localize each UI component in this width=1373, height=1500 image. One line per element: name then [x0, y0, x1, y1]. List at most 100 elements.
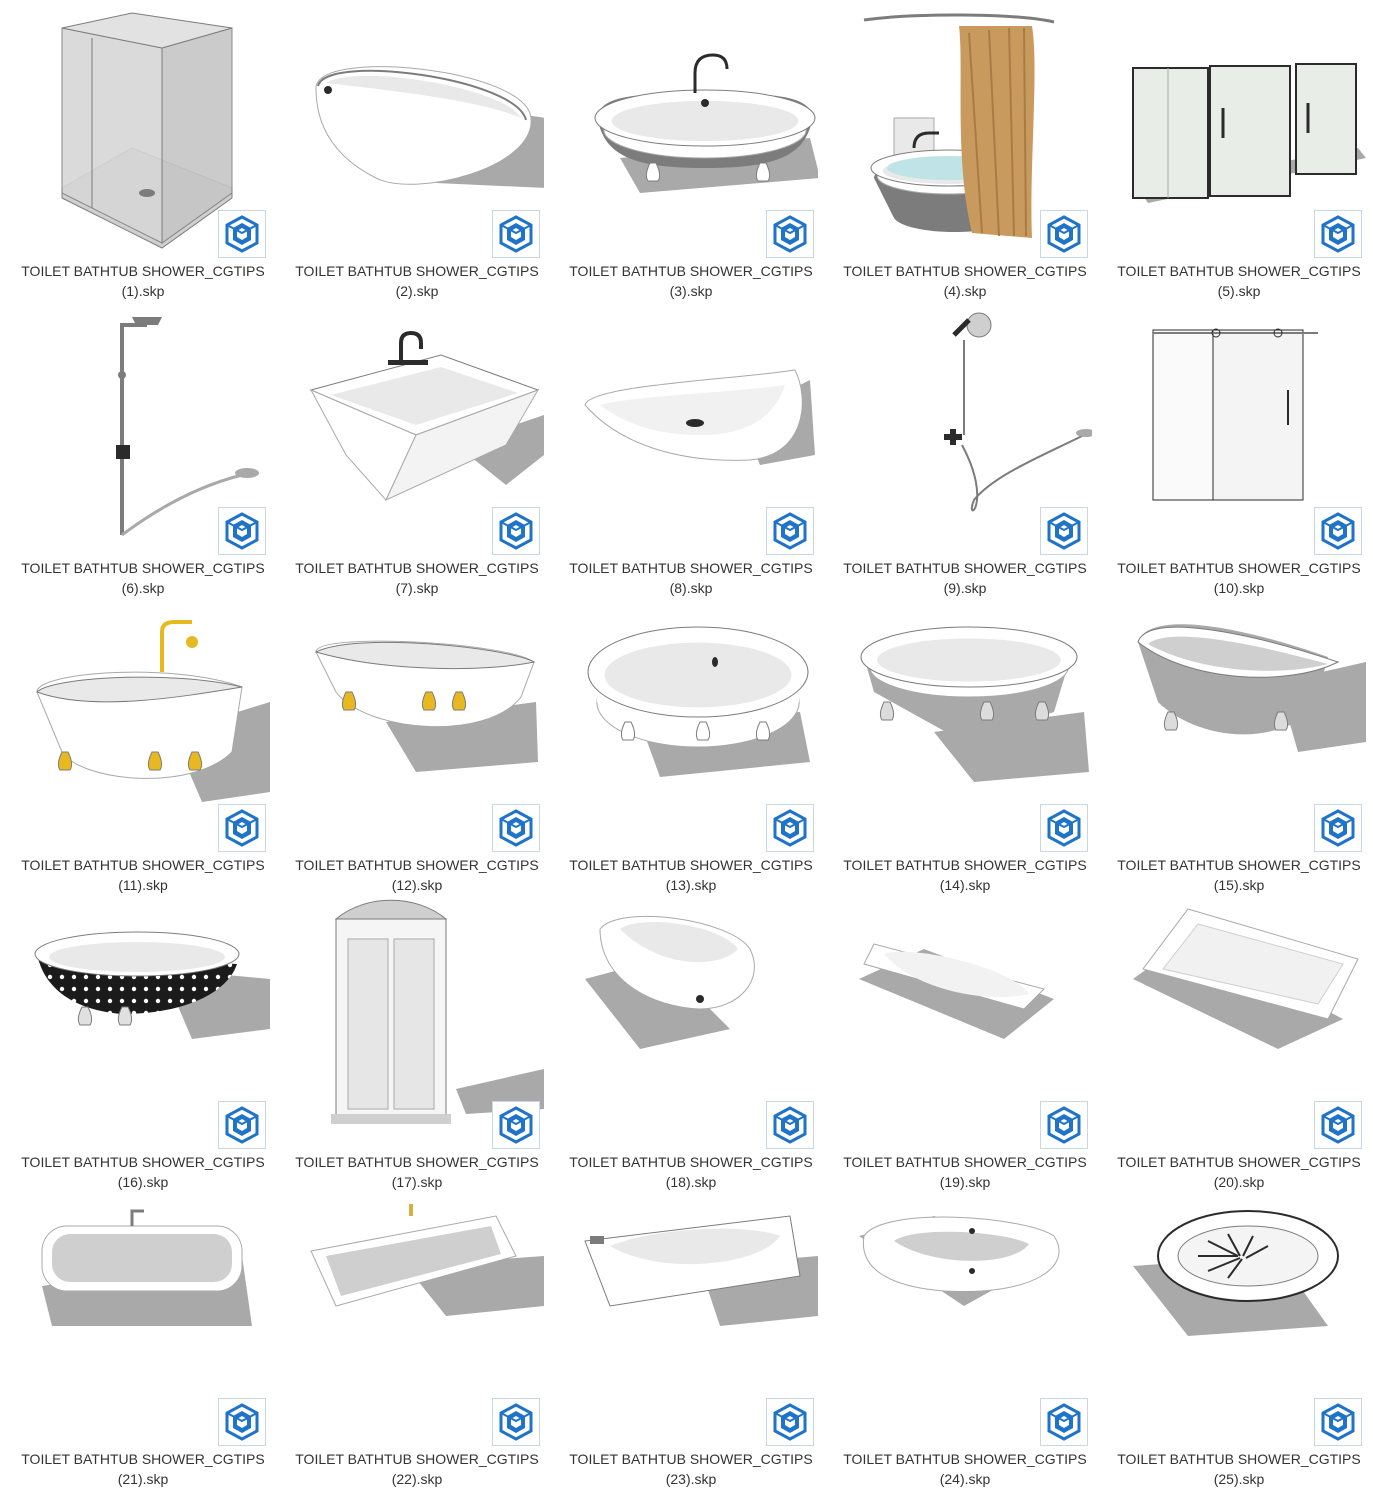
sketchup-logo-icon [499, 809, 533, 847]
file-tile[interactable]: TOILET BATHTUB SHOWER_CGTIPS (11).skp [0, 594, 274, 893]
file-tile[interactable]: TOILET BATHTUB SHOWER_CGTIPS (22).skp [274, 1188, 548, 1487]
small-oval-tub-thumbnail[interactable] [580, 899, 818, 1149]
drop-in-tub-thumbnail[interactable] [1128, 899, 1366, 1149]
modern-rectangular-tub-thumbnail[interactable] [32, 1196, 270, 1446]
file-name-line1: TOILET BATHTUB SHOWER_CGTIPS [295, 560, 539, 576]
skp-file-badge [492, 1101, 540, 1149]
file-name-label[interactable]: TOILET BATHTUB SHOWER_CGTIPS (18).skp [548, 1152, 834, 1192]
file-tile[interactable]: TOILET BATHTUB SHOWER_CGTIPS (9).skp [822, 297, 1096, 596]
sketchup-logo-icon [1047, 1403, 1081, 1441]
grey-slipper-tub-thumbnail[interactable] [1128, 602, 1366, 852]
file-name-label[interactable]: TOILET BATHTUB SHOWER_CGTIPS (16).skp [0, 1152, 286, 1192]
file-tile[interactable]: TOILET BATHTUB SHOWER_CGTIPS (18).skp [548, 891, 822, 1190]
file-tile[interactable]: TOILET BATHTUB SHOWER_CGTIPS (12).skp [274, 594, 548, 893]
skp-file-badge [1040, 804, 1088, 852]
glass-shower-enclosure-thumbnail[interactable] [32, 8, 270, 258]
file-tile[interactable]: TOILET BATHTUB SHOWER_CGTIPS (25).skp [1096, 1188, 1370, 1487]
patterned-vessel-tub-thumbnail[interactable] [1128, 1196, 1366, 1446]
file-tile[interactable]: TOILET BATHTUB SHOWER_CGTIPS (15).skp [1096, 594, 1370, 893]
file-name-line2: (16).skp [117, 1174, 169, 1190]
file-name-label[interactable]: TOILET BATHTUB SHOWER_CGTIPS (21).skp [0, 1449, 286, 1489]
file-name-label[interactable]: TOILET BATHTUB SHOWER_CGTIPS (4).skp [822, 261, 1108, 301]
file-tile[interactable]: TOILET BATHTUB SHOWER_CGTIPS (19).skp [822, 891, 1096, 1190]
file-name-label[interactable]: TOILET BATHTUB SHOWER_CGTIPS (22).skp [274, 1449, 560, 1489]
file-name-label[interactable]: TOILET BATHTUB SHOWER_CGTIPS (14).skp [822, 855, 1108, 895]
file-name-label[interactable]: TOILET BATHTUB SHOWER_CGTIPS (20).skp [1096, 1152, 1373, 1192]
file-name-label[interactable]: TOILET BATHTUB SHOWER_CGTIPS (10).skp [1096, 558, 1373, 598]
sketchup-logo-icon [1047, 1106, 1081, 1144]
file-tile[interactable]: TOILET BATHTUB SHOWER_CGTIPS (13).skp [548, 594, 822, 893]
white-clawfoot-tub-thumbnail[interactable] [580, 602, 818, 852]
file-name-label[interactable]: TOILET BATHTUB SHOWER_CGTIPS (25).skp [1096, 1449, 1373, 1489]
glass-shower-doors-thumbnail[interactable] [1128, 8, 1366, 258]
file-name-label[interactable]: TOILET BATHTUB SHOWER_CGTIPS (11).skp [0, 855, 286, 895]
file-tile[interactable]: TOILET BATHTUB SHOWER_CGTIPS (2).skp [274, 0, 548, 299]
file-name-label[interactable]: TOILET BATHTUB SHOWER_CGTIPS (23).skp [548, 1449, 834, 1489]
file-name-line2: (2).skp [395, 283, 439, 299]
file-name-label[interactable]: TOILET BATHTUB SHOWER_CGTIPS (2).skp [274, 261, 560, 301]
file-name-label[interactable]: TOILET BATHTUB SHOWER_CGTIPS (12).skp [274, 855, 560, 895]
file-tile[interactable]: TOILET BATHTUB SHOWER_CGTIPS (14).skp [822, 594, 1096, 893]
file-name-label[interactable]: TOILET BATHTUB SHOWER_CGTIPS (6).skp [0, 558, 286, 598]
oval-freestanding-tub-thumbnail[interactable] [306, 8, 544, 258]
ornate-shower-cabinet-thumbnail[interactable] [306, 899, 544, 1149]
file-name-line1: TOILET BATHTUB SHOWER_CGTIPS [843, 560, 1087, 576]
sketchup-logo-icon [773, 215, 807, 253]
skp-file-badge [492, 1398, 540, 1446]
file-tile[interactable]: TOILET BATHTUB SHOWER_CGTIPS (20).skp [1096, 891, 1370, 1190]
polka-dot-tub-thumbnail[interactable] [32, 899, 270, 1149]
file-name-line2: (20).skp [1213, 1174, 1265, 1190]
file-name-label[interactable]: TOILET BATHTUB SHOWER_CGTIPS (13).skp [548, 855, 834, 895]
skp-file-badge [1040, 210, 1088, 258]
sliding-glass-door-thumbnail[interactable] [1128, 305, 1366, 555]
sketchup-logo-icon [225, 512, 259, 550]
file-tile[interactable]: TOILET BATHTUB SHOWER_CGTIPS (16).skp [0, 891, 274, 1190]
file-name-label[interactable]: TOILET BATHTUB SHOWER_CGTIPS (3).skp [548, 261, 834, 301]
file-name-label[interactable]: TOILET BATHTUB SHOWER_CGTIPS (5).skp [1096, 261, 1373, 301]
file-tile[interactable]: TOILET BATHTUB SHOWER_CGTIPS (7).skp [274, 297, 548, 596]
file-name-line2: (10).skp [1213, 580, 1265, 596]
file-name-label[interactable]: TOILET BATHTUB SHOWER_CGTIPS (7).skp [274, 558, 560, 598]
built-in-tub-thumbnail[interactable] [854, 899, 1092, 1149]
file-name-line1: TOILET BATHTUB SHOWER_CGTIPS [295, 1154, 539, 1170]
file-tile[interactable]: TOILET BATHTUB SHOWER_CGTIPS (4).skp [822, 0, 1096, 299]
file-name-label[interactable]: TOILET BATHTUB SHOWER_CGTIPS (15).skp [1096, 855, 1373, 895]
sketchup-logo-icon [225, 809, 259, 847]
tub-shower-curtain-thumbnail[interactable] [854, 8, 1092, 258]
file-name-line1: TOILET BATHTUB SHOWER_CGTIPS [569, 1451, 813, 1467]
file-name-label[interactable]: TOILET BATHTUB SHOWER_CGTIPS (9).skp [822, 558, 1108, 598]
file-tile[interactable]: TOILET BATHTUB SHOWER_CGTIPS (3).skp [548, 0, 822, 299]
file-tile[interactable]: TOILET BATHTUB SHOWER_CGTIPS (5).skp [1096, 0, 1370, 299]
grey-clawfoot-tub-thumbnail[interactable] [854, 602, 1092, 852]
alcove-tub-thumbnail[interactable] [580, 1196, 818, 1446]
file-tile[interactable]: TOILET BATHTUB SHOWER_CGTIPS (17).skp [274, 891, 548, 1190]
hand-shower-set-thumbnail[interactable] [854, 305, 1092, 555]
file-name-label[interactable]: TOILET BATHTUB SHOWER_CGTIPS (8).skp [548, 558, 834, 598]
skp-file-badge [1040, 507, 1088, 555]
slipper-tub-thumbnail[interactable] [580, 305, 818, 555]
oval-drop-in-tub-thumbnail[interactable] [854, 1196, 1092, 1446]
file-tile[interactable]: TOILET BATHTUB SHOWER_CGTIPS (6).skp [0, 297, 274, 596]
skp-file-badge [218, 1398, 266, 1446]
rectangular-tub-faucet-thumbnail[interactable] [306, 305, 544, 555]
file-tile[interactable]: TOILET BATHTUB SHOWER_CGTIPS (10).skp [1096, 297, 1370, 596]
file-name-label[interactable]: TOILET BATHTUB SHOWER_CGTIPS (19).skp [822, 1152, 1108, 1192]
file-name-label[interactable]: TOILET BATHTUB SHOWER_CGTIPS (24).skp [822, 1449, 1108, 1489]
file-tile[interactable]: TOILET BATHTUB SHOWER_CGTIPS (8).skp [548, 297, 822, 596]
file-tile[interactable]: TOILET BATHTUB SHOWER_CGTIPS (1).skp [0, 0, 274, 299]
gold-feet-tub-thumbnail[interactable] [306, 602, 544, 852]
file-tile[interactable]: TOILET BATHTUB SHOWER_CGTIPS (21).skp [0, 1188, 274, 1487]
low-rectangular-tub-thumbnail[interactable] [306, 1196, 544, 1446]
file-name-line2: (17).skp [391, 1174, 443, 1190]
file-tile[interactable]: TOILET BATHTUB SHOWER_CGTIPS (24).skp [822, 1188, 1096, 1487]
gold-clawfoot-tub-thumbnail[interactable] [32, 602, 270, 852]
file-name-label[interactable]: TOILET BATHTUB SHOWER_CGTIPS (1).skp [0, 261, 286, 301]
file-tile[interactable]: TOILET BATHTUB SHOWER_CGTIPS (23).skp [548, 1188, 822, 1487]
shower-column-thumbnail[interactable] [32, 305, 270, 555]
skp-file-badge [766, 1101, 814, 1149]
file-name-line1: TOILET BATHTUB SHOWER_CGTIPS [569, 263, 813, 279]
clawfoot-tub-faucet-thumbnail[interactable] [580, 8, 818, 258]
file-name-label[interactable]: TOILET BATHTUB SHOWER_CGTIPS (17).skp [274, 1152, 560, 1192]
skp-file-badge [218, 210, 266, 258]
file-name-line2: (18).skp [665, 1174, 717, 1190]
